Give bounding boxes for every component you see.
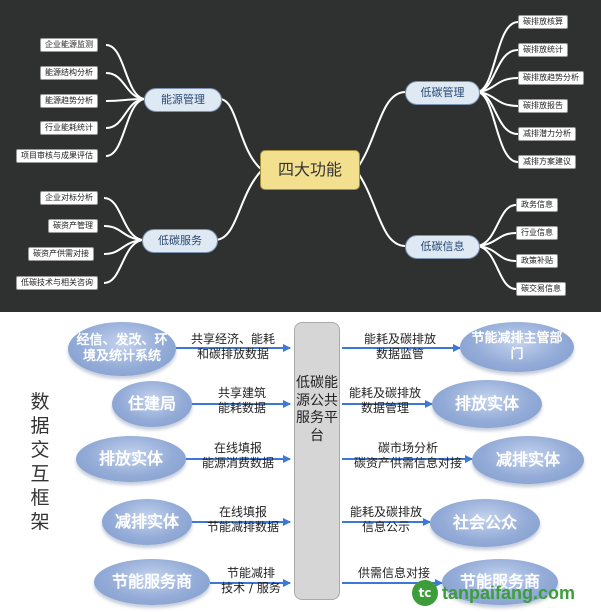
framework-title: 数据交互框架: [30, 391, 50, 533]
right-arrow-label-4: 能耗及碳排放 信息公示: [349, 505, 422, 534]
leaf-management-6: 减排方案建议: [518, 155, 576, 169]
watermark-logo-icon: tc: [412, 580, 438, 606]
right-arrow-label-5: 供需信息对接: [357, 566, 430, 580]
leaf-energy-4: 行业能耗统计: [40, 121, 98, 135]
watermark: tc tanpaifang.com: [412, 578, 598, 608]
mind-map-center: 四大功能: [260, 150, 360, 190]
right-entity-4: 社会公众: [430, 499, 540, 547]
watermark-text: tanpaifang.com: [442, 582, 576, 603]
leaf-info-3: 政策补贴: [516, 254, 558, 268]
right-entity-3: 减排实体: [472, 436, 584, 484]
leaf-management-5: 减排潜力分析: [518, 127, 576, 141]
leaf-energy-1: 企业能源监测: [40, 38, 98, 52]
branch-low-carbon-info: 低碳信息: [405, 235, 480, 259]
left-arrow-label-5: 节能减排 技术 / 服务: [221, 566, 281, 595]
right-arrow-label-3: 碳市场分析 碳资产供需信息对接: [353, 441, 462, 470]
leaf-energy-5: 项目审核与成果评估: [16, 149, 98, 163]
connector-center-info: [355, 169, 406, 247]
right-arrow-label-2: 能耗及碳排放 数据管理: [348, 386, 421, 415]
left-entity-4: 减排实体: [102, 499, 192, 545]
left-arrow-label-1: 共享经济、能耗 和碳排放数据: [190, 332, 275, 361]
connector-center-service: [215, 169, 263, 241]
leaf-info-4: 碳交易信息: [516, 282, 566, 296]
leaf-info-1: 政务信息: [516, 198, 558, 212]
platform-box: 低碳能源公共服务平台: [294, 322, 340, 600]
leaf-energy-2: 能源结构分析: [40, 66, 98, 80]
right-arrow-label-1: 能耗及碳排放 数据监管: [363, 332, 436, 361]
leaf-service-3: 碳资产供需对接: [28, 247, 94, 261]
branch-low-carbon-service: 低碳服务: [142, 229, 218, 253]
right-entity-5: 节能服务商: [442, 559, 558, 605]
branch-low-carbon-management: 低碳管理: [405, 81, 480, 105]
leaf-service-1: 企业对标分析: [40, 191, 98, 205]
right-entity-2: 排放实体: [432, 380, 542, 428]
leaf-management-3: 碳排放趋势分析: [518, 71, 584, 85]
leaf-management-4: 碳排放报告: [518, 99, 568, 113]
leaf-service-4: 低碳技术与相关咨询: [16, 276, 98, 290]
leaf-energy-3: 能源趋势分析: [40, 94, 98, 108]
connector-center-lowcarbon: [355, 91, 406, 171]
leaf-management-2: 碳排放统计: [518, 43, 568, 57]
connector-center-energy: [219, 98, 263, 171]
left-entity-3: 排放实体: [76, 436, 186, 482]
left-entity-1: 经信、发改、环境及统计系统: [68, 322, 176, 376]
left-entity-5: 节能服务商: [94, 559, 210, 605]
leaf-service-2: 碳资产管理: [48, 219, 98, 233]
left-entity-2: 住建局: [112, 381, 192, 427]
branch-energy-management: 能源管理: [144, 88, 222, 112]
platform-label: 低碳能源公共服务平台: [296, 375, 338, 444]
leaf-info-2: 行业信息: [516, 226, 558, 240]
leaf-management-1: 碳排放核算: [518, 15, 568, 29]
left-arrow-label-4: 在线填报 节能减排数据: [206, 505, 279, 534]
left-arrow-label-3: 在线填报 能源消费数据: [201, 441, 274, 470]
mind-map-panel: 四大功能 能源管理 低碳服务 低碳管理 低碳信息 企业能源监测 能源结构分析 能…: [0, 0, 601, 312]
right-entity-1: 节能减排主管部门: [460, 322, 574, 372]
mind-map-connectors: [103, 21, 519, 290]
left-arrow-label-2: 共享建筑 能耗数据: [217, 386, 266, 415]
